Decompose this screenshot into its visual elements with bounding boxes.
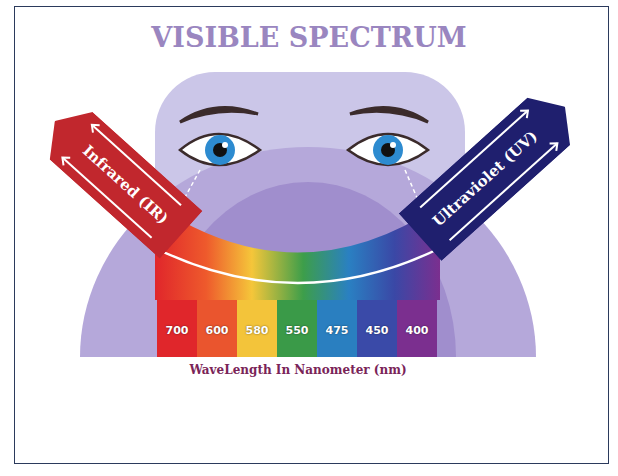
wavelength-number: 450	[366, 324, 389, 337]
spectrum-band: 550	[277, 300, 317, 357]
spectrum-band: 700	[157, 300, 197, 357]
spectrum-band: 450	[357, 300, 397, 357]
wavelength-number: 700	[166, 324, 189, 337]
diagram-title: VISIBLE SPECTRUM	[0, 22, 618, 53]
axis-caption: WaveLength In Nanometer (nm)	[0, 363, 596, 377]
spectrum-band: 580	[237, 300, 277, 357]
spectrum-band: 600	[197, 300, 237, 357]
wavelength-number: 600	[206, 324, 229, 337]
wavelength-number: 400	[406, 324, 429, 337]
spectrum-band: 475	[317, 300, 357, 357]
wavelength-number: 550	[286, 324, 309, 337]
wavelength-number: 580	[246, 324, 269, 337]
spectrum-band: 400	[397, 300, 437, 357]
wavelength-number: 475	[326, 324, 349, 337]
